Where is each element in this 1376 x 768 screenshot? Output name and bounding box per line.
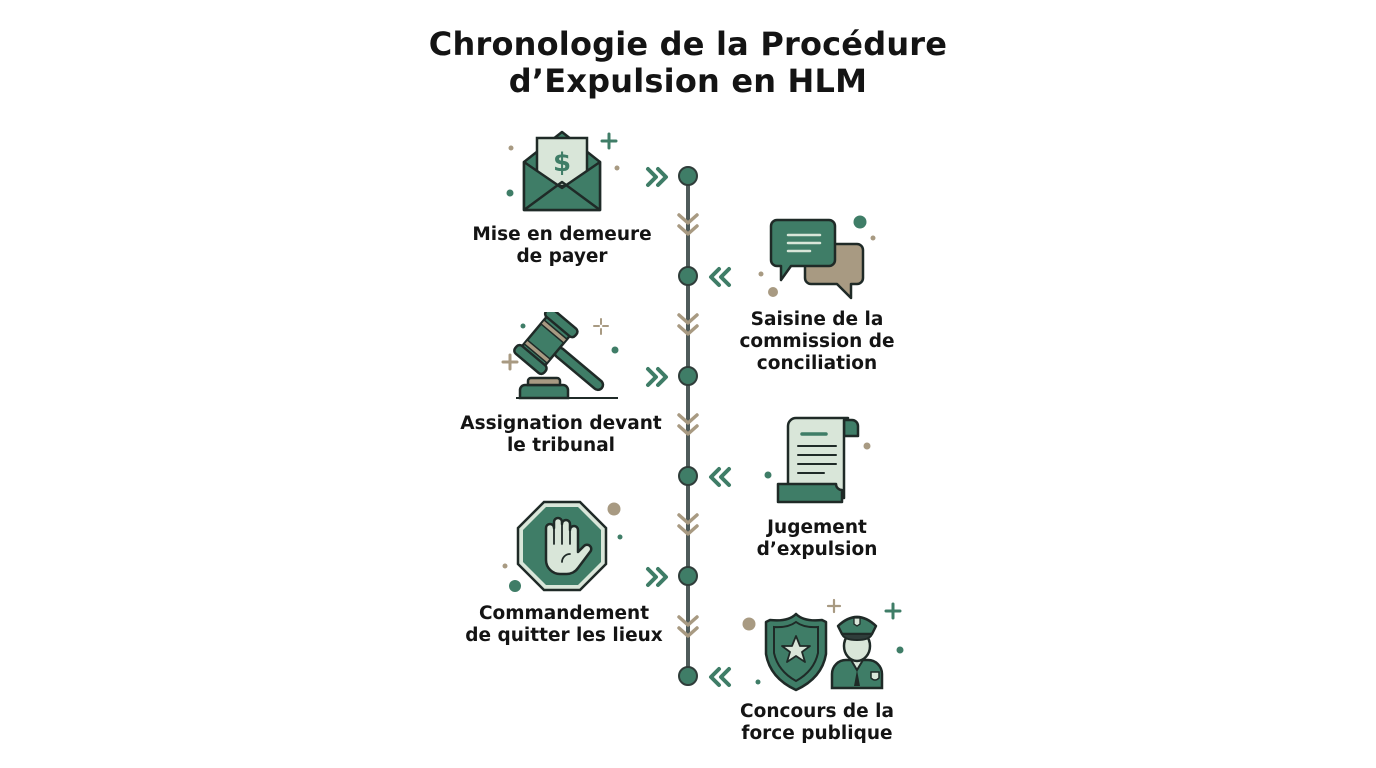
gavel-icon	[501, 312, 619, 400]
double-chevron-right-icon	[646, 167, 668, 187]
step-4-line-1: Jugement	[767, 517, 867, 538]
envelope-dollar-icon: $	[506, 130, 620, 212]
double-chevron-right-icon	[646, 367, 668, 387]
double-chevron-left-icon	[709, 467, 731, 487]
step-label-5: Commandement de quitter les lieux	[454, 603, 674, 647]
timeline-node-3	[678, 366, 698, 386]
double-chevron-right-icon	[646, 567, 668, 587]
diagram-title: Chronologie de la Procédure d’Expulsion …	[0, 26, 1376, 100]
chevron-down-icon	[677, 413, 699, 436]
timeline-node-4	[678, 466, 698, 486]
timeline-node-2	[678, 266, 698, 286]
step-2-line-1: Saisine de la	[750, 309, 884, 330]
step-label-6: Concours de la force publique	[717, 701, 917, 745]
step-2-line-3: conciliation	[756, 353, 878, 374]
svg-text:$: $	[553, 148, 571, 178]
police-badge-officer-icon	[742, 598, 904, 692]
chevron-down-icon	[677, 615, 699, 638]
stop-hand-icon	[502, 500, 623, 592]
title-line-2: d’Expulsion en HLM	[508, 62, 868, 100]
chevron-down-icon	[677, 313, 699, 336]
step-label-2: Saisine de la commission de conciliation	[717, 309, 917, 375]
scroll-document-icon	[764, 416, 871, 504]
step-label-1: Mise en demeure de payer	[462, 224, 662, 268]
speech-bubbles-icon	[758, 215, 876, 300]
step-2-line-2: commission de	[739, 331, 895, 352]
step-1-line-2: de payer	[516, 246, 608, 267]
timeline-node-5	[678, 566, 698, 586]
double-chevron-left-icon	[709, 667, 731, 687]
title-line-1: Chronologie de la Procédure	[428, 25, 948, 63]
step-6-line-1: Concours de la	[740, 701, 894, 722]
step-3-line-2: le tribunal	[506, 435, 616, 456]
timeline-node-6	[678, 666, 698, 686]
step-4-line-2: d’expulsion	[756, 539, 878, 560]
step-5-line-1: Commandement	[478, 603, 650, 624]
timeline-node-1	[678, 166, 698, 186]
step-1-line-1: Mise en demeure	[472, 224, 652, 245]
double-chevron-left-icon	[709, 267, 731, 287]
step-label-3: Assignation devant le tribunal	[451, 413, 671, 457]
timeline-axis	[686, 176, 690, 678]
step-label-4: Jugement d’expulsion	[717, 517, 917, 561]
chevron-down-icon	[677, 513, 699, 536]
step-3-line-1: Assignation devant	[460, 413, 662, 434]
step-6-line-2: force publique	[741, 723, 893, 744]
chevron-down-icon	[677, 213, 699, 236]
step-5-line-2: de quitter les lieux	[465, 625, 663, 646]
